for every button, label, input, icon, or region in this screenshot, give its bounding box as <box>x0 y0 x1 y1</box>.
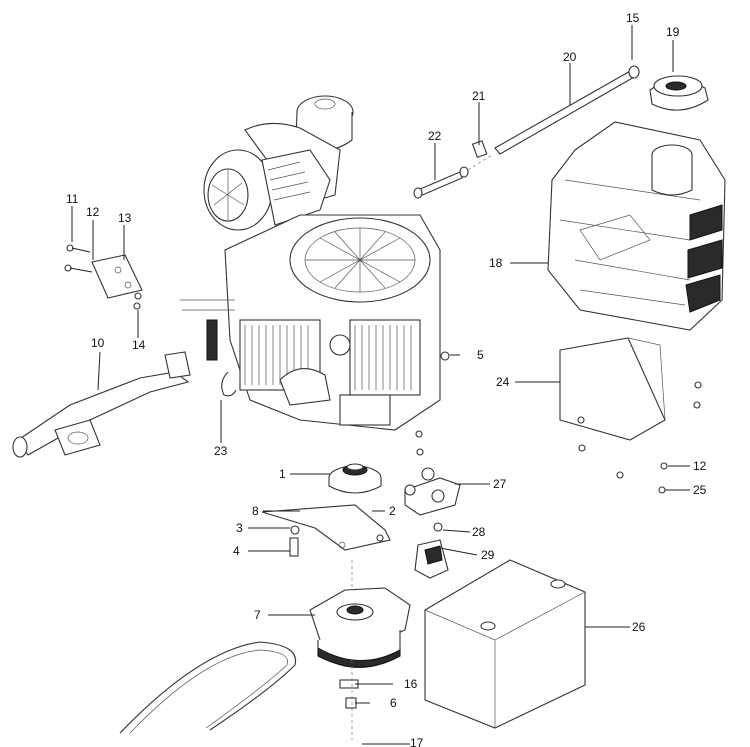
callout-23: 23 <box>214 444 228 458</box>
mounting-hardware-left <box>64 244 143 310</box>
callout-12-left: 12 <box>86 205 100 219</box>
callout-17: 17 <box>410 736 424 747</box>
callout-18: 18 <box>489 256 503 270</box>
callout-4: 4 <box>233 544 240 558</box>
engine <box>180 95 441 431</box>
callout-7: 7 <box>254 608 261 622</box>
callout-25: 25 <box>693 483 707 497</box>
callout-10: 10 <box>91 336 105 350</box>
callout-22: 22 <box>428 129 442 143</box>
fuel-shutoff-valves <box>404 467 461 579</box>
callout-5: 5 <box>477 348 484 362</box>
callout-1: 1 <box>279 467 286 481</box>
callout-2: 2 <box>389 504 396 518</box>
tank-bracket <box>559 337 666 441</box>
electric-clutch <box>309 560 411 740</box>
callout-12-right: 12 <box>693 459 707 473</box>
hook <box>221 371 237 397</box>
callout-8: 8 <box>252 504 259 518</box>
drive-belt <box>119 641 297 734</box>
fasteners <box>415 351 702 494</box>
callout-24: 24 <box>496 375 510 389</box>
callout-labels: 1 2 3 4 5 6 7 8 10 11 12 13 14 15 16 17 … <box>66 11 707 747</box>
callout-14: 14 <box>132 338 146 352</box>
callout-19: 19 <box>666 25 680 39</box>
callout-21: 21 <box>472 89 486 103</box>
callout-20: 20 <box>563 50 577 64</box>
fuel-tank <box>547 121 726 331</box>
callout-29: 29 <box>481 548 495 562</box>
clutch-bracket <box>261 504 391 557</box>
callout-6: 6 <box>390 696 397 710</box>
callout-28: 28 <box>472 525 486 539</box>
callout-3: 3 <box>236 521 243 535</box>
air-cleaner <box>203 95 354 231</box>
callout-16: 16 <box>404 677 418 691</box>
leader-lines <box>71 25 690 745</box>
callout-15: 15 <box>626 11 640 25</box>
callout-26: 26 <box>632 620 646 634</box>
fuel-line-assembly <box>413 65 640 199</box>
battery <box>424 559 586 729</box>
exhaust-pipe <box>12 351 191 458</box>
callout-27: 27 <box>493 477 507 491</box>
fuel-cap <box>649 75 709 111</box>
callout-11: 11 <box>66 192 79 206</box>
callout-13: 13 <box>118 211 132 225</box>
pulley <box>328 463 382 494</box>
